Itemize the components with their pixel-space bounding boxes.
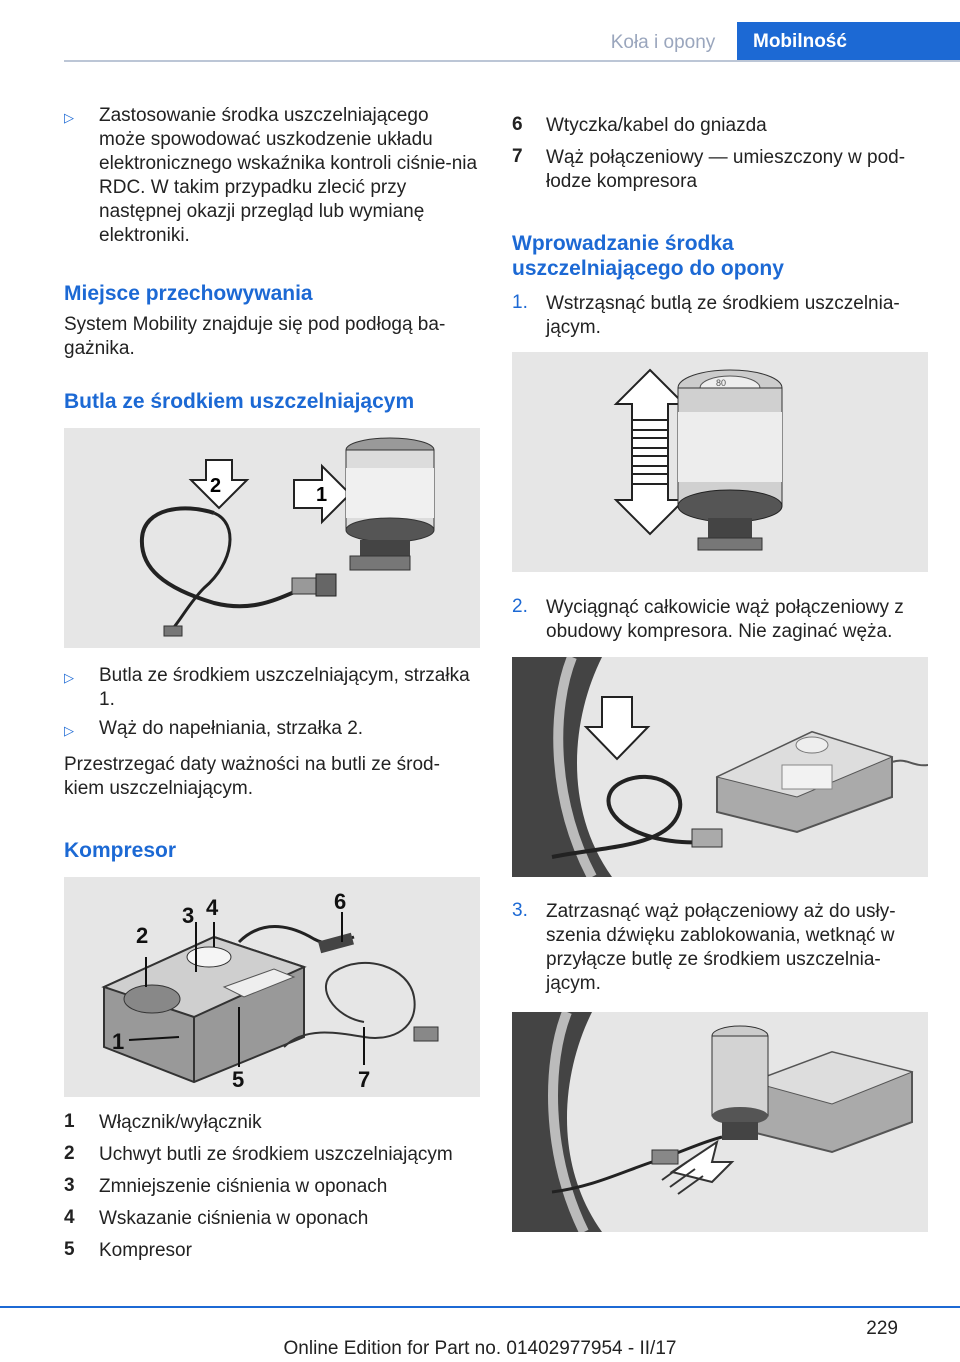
fig2-label-4: 4: [206, 895, 219, 920]
fig2-label-7: 7: [358, 1067, 370, 1092]
fig2-label-3: 3: [182, 903, 194, 928]
legend-text: Wtyczka/kabel do gniazda: [546, 115, 767, 136]
cap-text-80: 80: [716, 378, 726, 388]
fig2-label-5: 5: [232, 1067, 244, 1092]
footer-rule: [0, 1306, 960, 1308]
fig1-label-1: 1: [316, 484, 327, 506]
header-rule: [64, 60, 960, 62]
legend-text: Wskazanie ciśnienia w oponach: [99, 1208, 369, 1229]
compressor-heading: Kompresor: [64, 839, 177, 862]
legend-number: 1: [64, 1111, 75, 1132]
tab-mobilnosc[interactable]: Mobilność: [737, 22, 960, 62]
bottle-note: Przestrzegać daty ważności na butli ze ś…: [64, 754, 440, 799]
attach-bottle-figure: [512, 1012, 928, 1232]
fig2-label-6: 6: [334, 889, 346, 914]
step-text: Zatrzasnąć wąż połączeniowy aż do usły-s…: [546, 901, 896, 994]
legend-text: Włącznik/wyłącznik: [99, 1112, 262, 1133]
legend-text: Kompresor: [99, 1240, 192, 1261]
intro-bullet-text: Zastosowanie środka uszczelniającego moż…: [99, 105, 478, 246]
legend-number: 4: [64, 1207, 75, 1228]
storage-heading: Miejsce przechowywania: [64, 282, 313, 305]
tab-kola-i-opony[interactable]: Koła i opony: [610, 32, 716, 53]
storage-text: System Mobility znajduje się pod podłogą…: [64, 314, 446, 359]
fig1-label-2: 2: [210, 475, 221, 497]
legend-text: Wąż połączeniowy — umieszczony w pod-łod…: [546, 147, 906, 192]
bullet-icon: ▷: [64, 110, 74, 125]
legend-number: 7: [512, 146, 523, 167]
page-number: 229: [866, 1318, 898, 1339]
fig2-label-2: 2: [136, 923, 148, 948]
bottle-heading: Butla ze środkiem uszczelniającym: [64, 390, 415, 413]
shake-bottle-figure: 80 60: [512, 352, 928, 572]
pull-hose-figure: [512, 657, 928, 877]
bottle-bullet-1: Butla ze środkiem uszczelniającym, strza…: [99, 665, 470, 710]
step-text: Wyciągnąć całkowicie wąż połączeniowy z …: [546, 597, 904, 642]
bottle-bullet-2: Wąż do napełniania, strzałka 2.: [99, 718, 364, 739]
compressor-figure: 1 2 3 4 5 6 7: [64, 877, 480, 1097]
legend-number: 2: [64, 1143, 75, 1164]
sealant-bottle-figure: 2 1: [64, 428, 480, 648]
step-number: 3.: [512, 900, 528, 921]
fig2-label-1: 1: [112, 1029, 124, 1054]
bullet-icon: ▷: [64, 723, 74, 738]
bullet-icon: ▷: [64, 670, 74, 685]
step-number: 2.: [512, 596, 528, 617]
legend-text: Zmniejszenie ciśnienia w oponach: [99, 1176, 388, 1197]
legend-number: 3: [64, 1175, 75, 1196]
step-number: 1.: [512, 292, 528, 313]
legend-number: 5: [64, 1239, 75, 1260]
legend-text: Uchwyt butli ze środkiem uszczelniającym: [99, 1144, 453, 1165]
edition-footer: Online Edition for Part no. 01402977954 …: [283, 1338, 677, 1359]
legend-number: 6: [512, 114, 523, 135]
step-text: Wstrząsnąć butlą ze środkiem uszczelnia-…: [546, 293, 900, 338]
insert-sealant-heading: Wprowadzanie środka uszczelniającego do …: [512, 232, 784, 280]
